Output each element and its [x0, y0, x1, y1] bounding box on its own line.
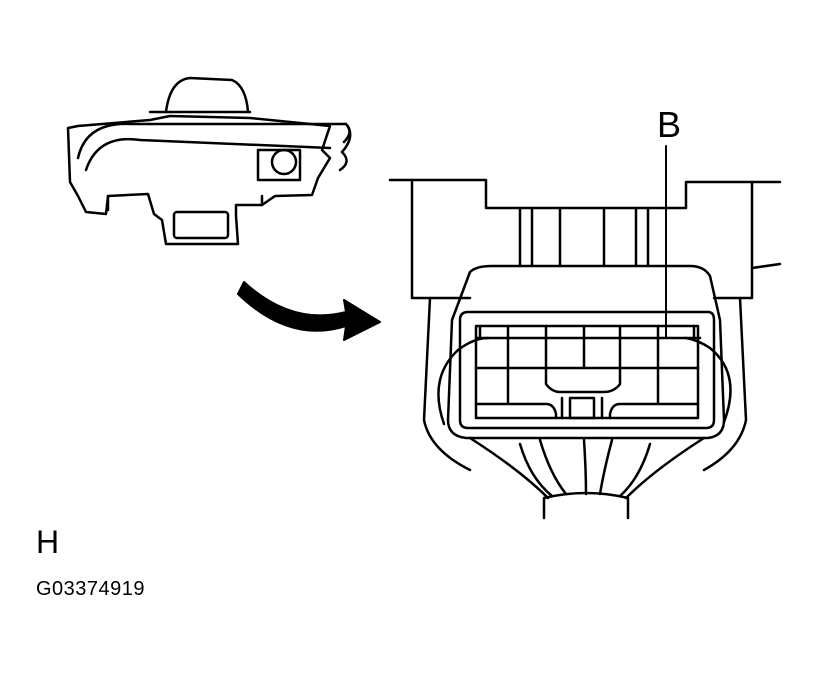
overview-wire-end [338, 122, 351, 172]
right-housing-wall [702, 296, 748, 472]
overview-base-edge [106, 194, 264, 212]
panel-step [750, 262, 782, 270]
left-latch-arc [437, 336, 490, 426]
overview-pin [270, 148, 298, 176]
overview-latch-slot [172, 210, 230, 240]
connector-detail [388, 145, 782, 520]
panel-ribs [518, 206, 650, 268]
connector-overview [66, 76, 352, 246]
outer-housing [446, 264, 726, 440]
overview-lock-tab [164, 76, 250, 114]
right-latch-arc [684, 336, 732, 424]
center-key [568, 396, 596, 420]
harness-wires [468, 436, 706, 500]
overview-harness-upper [76, 122, 352, 160]
cavity-grid-lower [474, 366, 700, 420]
figure-id: G03374919 [36, 578, 146, 600]
view-arrow-icon [237, 281, 381, 341]
left-housing-wall [422, 296, 472, 472]
view-label: H [36, 524, 60, 560]
callout-label-b: B [657, 104, 682, 145]
harness-sleeve [542, 491, 630, 520]
panel-right-edge [712, 180, 754, 300]
center-key-rails [560, 396, 604, 420]
overview-housing-outline [66, 114, 332, 246]
inner-frame [458, 310, 716, 430]
overview-harness-lower [84, 137, 332, 172]
cavity-block [474, 324, 700, 420]
panel-left-edge [410, 178, 472, 300]
mounting-panel [388, 178, 782, 210]
